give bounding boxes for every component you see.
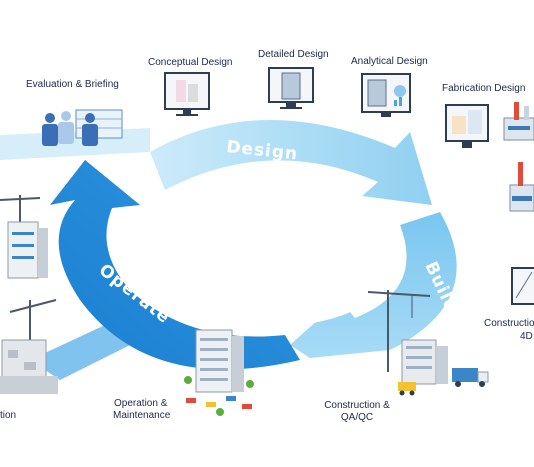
stage-label-analytical: Analytical Design bbox=[351, 56, 428, 67]
monitor-icon bbox=[361, 73, 411, 117]
stage-label-qa-line2: QA/QC bbox=[340, 412, 374, 423]
evaluation-flow-band bbox=[0, 128, 150, 160]
stage-label-conceptual: Conceptual Design bbox=[148, 57, 233, 68]
operate-arc bbox=[50, 160, 300, 370]
stage-label-demolition-fragment: tion bbox=[0, 410, 17, 421]
cycle-center bbox=[138, 183, 402, 327]
monitor-icon bbox=[164, 72, 210, 116]
rubble-icon bbox=[0, 339, 58, 394]
stage-label-fabrication: Fabrication Design bbox=[442, 83, 526, 94]
building-icon bbox=[7, 221, 48, 279]
building-icon bbox=[401, 339, 448, 385]
stage-label-construction-4d-line2: 4D bbox=[520, 331, 533, 342]
monitor-icon bbox=[445, 104, 489, 148]
monitor-icon bbox=[511, 267, 534, 305]
truck-icon bbox=[452, 368, 489, 387]
stage-label-evaluation: Evaluation & Briefing bbox=[26, 79, 119, 90]
truck-icon bbox=[398, 382, 416, 396]
stage-label-detailed: Detailed Design bbox=[258, 49, 329, 60]
factory-icon bbox=[503, 102, 534, 141]
crane-icon bbox=[367, 290, 431, 372]
stage-label-qa-line1: Construction & bbox=[324, 400, 390, 411]
car-icon bbox=[206, 402, 216, 407]
tree-icon bbox=[246, 380, 254, 388]
design-arc bbox=[150, 119, 432, 205]
team-icon bbox=[42, 109, 123, 146]
tree-icon bbox=[216, 408, 224, 416]
monitor-icon bbox=[268, 67, 314, 109]
stage-label-operation-line1: Operation & bbox=[114, 398, 168, 409]
stage-label-construction-4d-line1: Construction bbox=[484, 318, 534, 329]
car-icon bbox=[242, 404, 252, 409]
tree-icon bbox=[184, 376, 192, 384]
building-icon bbox=[195, 329, 244, 393]
stage-label-operation-line2: Maintenance bbox=[113, 410, 171, 421]
build-arc bbox=[290, 212, 457, 358]
factory-icon bbox=[509, 162, 534, 212]
car-icon bbox=[186, 398, 196, 403]
car-icon bbox=[226, 396, 236, 401]
